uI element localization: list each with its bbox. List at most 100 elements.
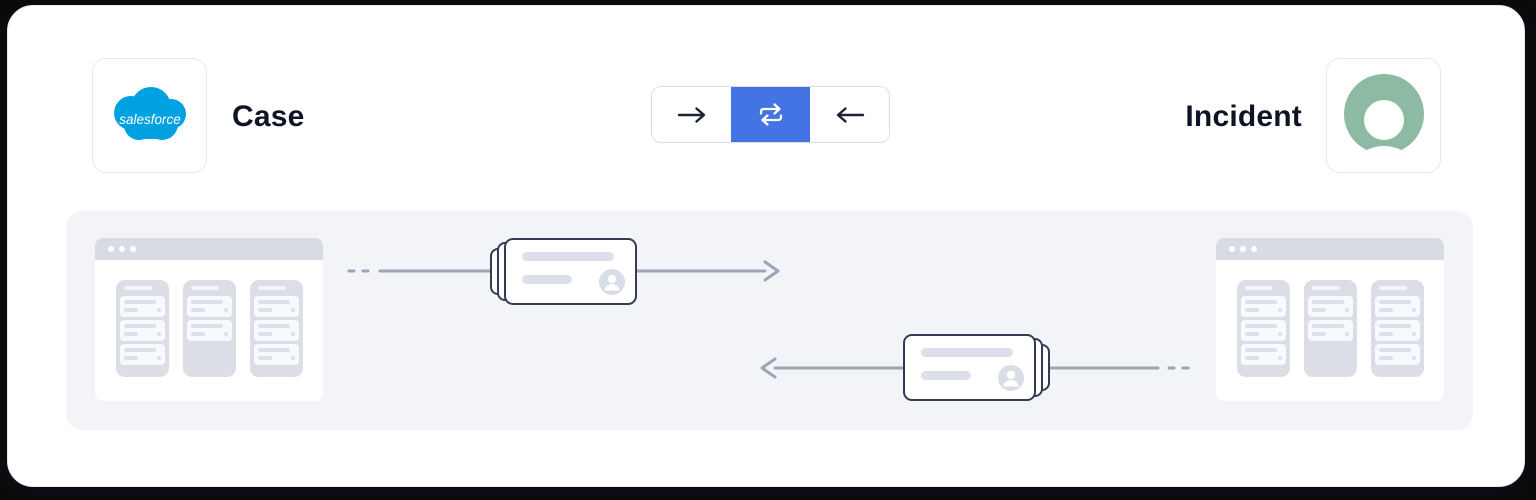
mini-card [1240, 344, 1286, 365]
synced-record-card [490, 238, 637, 305]
record-text-line [522, 275, 572, 284]
card-text-line [190, 300, 224, 304]
card-text-line [123, 348, 157, 352]
card-dot [1277, 332, 1282, 336]
salesforce-cloud-icon: salesforce [113, 86, 186, 140]
card-dot [1411, 356, 1416, 360]
window-dot [1229, 246, 1235, 252]
card-text-line [1244, 308, 1260, 312]
card-text-line [123, 308, 139, 312]
sync-arrows-icon [759, 103, 782, 126]
person-icon [604, 274, 620, 291]
card-text-line [1378, 348, 1412, 352]
card-text-line [1311, 308, 1327, 312]
card-dot [1411, 308, 1416, 312]
column-title-bar [257, 286, 286, 290]
card-text-line [1244, 348, 1278, 352]
card-text-line [1378, 324, 1412, 328]
card-text-line [1244, 332, 1260, 336]
card-text-line [257, 332, 273, 336]
source-board-mockup [95, 238, 323, 401]
card-text-line [123, 324, 157, 328]
card-dot [156, 356, 161, 360]
card-text-line [257, 348, 291, 352]
card-text-line [1378, 332, 1394, 336]
card-dot [290, 332, 295, 336]
kanban-column [115, 280, 169, 377]
synced-record-card [903, 334, 1050, 401]
card-dot [1344, 332, 1349, 336]
card-dot [223, 332, 228, 336]
window-dot [108, 246, 114, 252]
card-dot [290, 356, 295, 360]
card-text-line [1311, 332, 1327, 336]
avatar [599, 269, 625, 295]
servicenow-logo-box [1326, 58, 1441, 173]
mini-card [1307, 320, 1353, 341]
browser-titlebar [95, 238, 323, 260]
sync-illustration-panel [66, 211, 1473, 430]
salesforce-wordmark: salesforce [119, 112, 181, 127]
window-dot [1251, 246, 1257, 252]
window-dot [130, 246, 136, 252]
direction-option[interactable] [731, 87, 810, 142]
mini-card [1240, 320, 1286, 341]
arrow-right-icon [677, 106, 705, 123]
sync-settings-card: salesforce Case Incident [7, 5, 1525, 487]
column-title-bar [1378, 286, 1407, 290]
card-text-line [257, 356, 273, 360]
column-title-bar [1311, 286, 1340, 290]
mini-card [119, 320, 165, 341]
card-dot [156, 308, 161, 312]
card-text-line [1244, 324, 1278, 328]
card-dot [223, 308, 228, 312]
direction-option[interactable] [652, 87, 731, 142]
column-title-bar [123, 286, 152, 290]
card-text-line [123, 300, 157, 304]
card-text-line [1311, 300, 1345, 304]
card-text-line [1244, 356, 1260, 360]
card-dot [1277, 308, 1282, 312]
kanban-column [182, 280, 236, 377]
person-icon [1003, 370, 1019, 387]
card-dot [1411, 332, 1416, 336]
card-text-line [1378, 300, 1412, 304]
target-object-label: Incident [1185, 100, 1302, 133]
card-dot [1277, 356, 1282, 360]
card-dot [290, 308, 295, 312]
card-text-line [257, 308, 273, 312]
card-text-line [190, 308, 206, 312]
card-text-line [190, 332, 206, 336]
card-text-line [1378, 356, 1394, 360]
servicenow-ring-icon [1343, 73, 1424, 164]
mini-card [1374, 344, 1420, 365]
card-text-line [123, 356, 139, 360]
card-text-line [1244, 300, 1278, 304]
column-title-bar [1244, 286, 1273, 290]
avatar [998, 365, 1024, 391]
card-text-line [1378, 308, 1394, 312]
window-dot [119, 246, 125, 252]
board-columns [95, 260, 323, 377]
window-dot [1240, 246, 1246, 252]
mini-card [1307, 296, 1353, 317]
arrow-left-icon [836, 106, 864, 123]
board-columns [1216, 260, 1444, 377]
mini-card [1240, 296, 1286, 317]
mini-card [253, 320, 299, 341]
mini-card [1374, 320, 1420, 341]
mini-card [253, 296, 299, 317]
kanban-column [1370, 280, 1424, 377]
salesforce-logo-box: salesforce [92, 58, 207, 173]
card-text-line [123, 332, 139, 336]
kanban-column [1236, 280, 1290, 377]
mini-card [119, 296, 165, 317]
direction-option[interactable] [810, 87, 889, 142]
record-text-line [921, 371, 971, 380]
card-text-line [1311, 324, 1345, 328]
mini-card [186, 320, 232, 341]
sync-direction-toggle [651, 86, 890, 143]
kanban-column [249, 280, 303, 377]
card-text-line [257, 324, 291, 328]
target-board-mockup [1216, 238, 1444, 401]
